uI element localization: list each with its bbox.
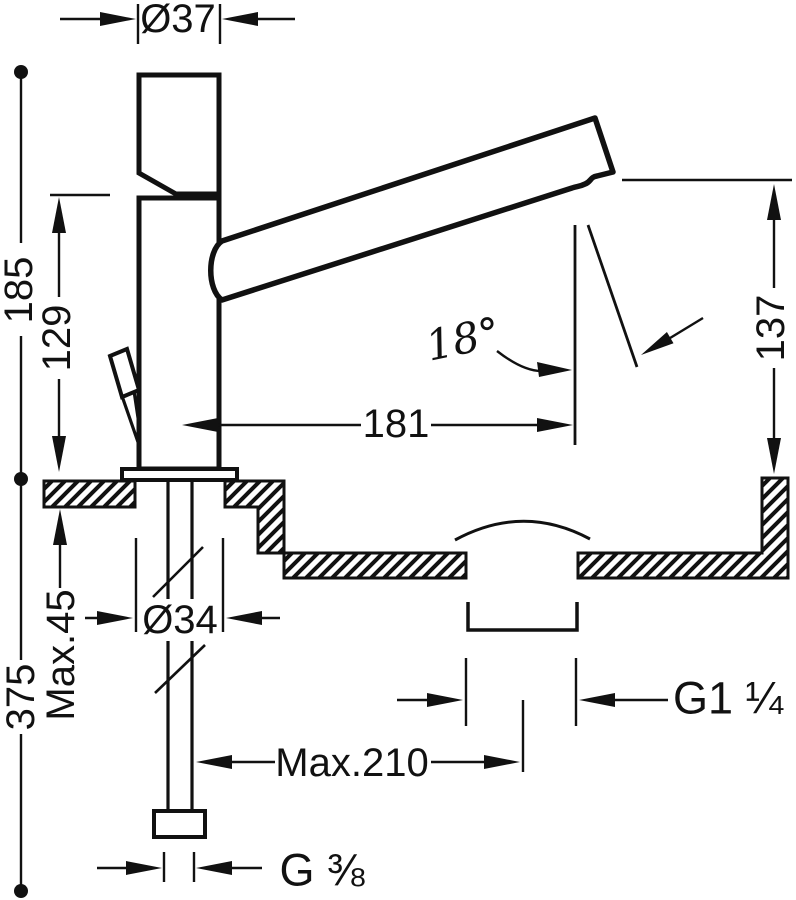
countertop-left-segment xyxy=(42,479,137,509)
countertop-basin-section xyxy=(42,476,790,580)
faucet-spout xyxy=(208,115,616,303)
dim-waste-thread-label: G1 ¼ xyxy=(673,673,785,724)
dim-supply-thread-label: G ⅜ xyxy=(279,845,365,896)
supply-connector-block xyxy=(152,809,207,839)
faucet-base-flange xyxy=(120,467,239,482)
dim-hole-diameter-label: Ø34 xyxy=(142,598,218,642)
basin-bottom-arc xyxy=(454,519,591,542)
dimension-arrowheads xyxy=(52,12,781,875)
dim-max-deck-thickness-label: Max.45 xyxy=(39,589,83,720)
label-backing xyxy=(141,599,219,641)
drain-outline xyxy=(466,602,579,632)
dim-outlet-height-label: 137 xyxy=(749,295,793,362)
dim-total-height-label: 185 xyxy=(0,257,41,324)
basin-right-wall-section xyxy=(576,476,790,580)
supply-pipe xyxy=(152,480,206,811)
pipe-break-mark-upper xyxy=(152,546,204,598)
faucet xyxy=(107,72,616,482)
dim-spout-reach-label: 181 xyxy=(363,402,430,446)
dim-under-deck-length-label: 375 xyxy=(0,664,43,731)
basin-left-wall-section xyxy=(223,479,468,580)
dim-max-drain-reach-label: Max.210 xyxy=(275,741,428,785)
datum-dots xyxy=(14,65,28,898)
dim-body-height-label: 129 xyxy=(35,305,79,372)
dim-body-diameter-label: Ø37 xyxy=(140,0,216,41)
faucet-handle-cap xyxy=(136,72,222,197)
pipe-break-mark-lower xyxy=(154,644,206,694)
dim-spout-angle-label: 18° xyxy=(421,307,504,370)
faucet-side-lever xyxy=(107,346,142,400)
